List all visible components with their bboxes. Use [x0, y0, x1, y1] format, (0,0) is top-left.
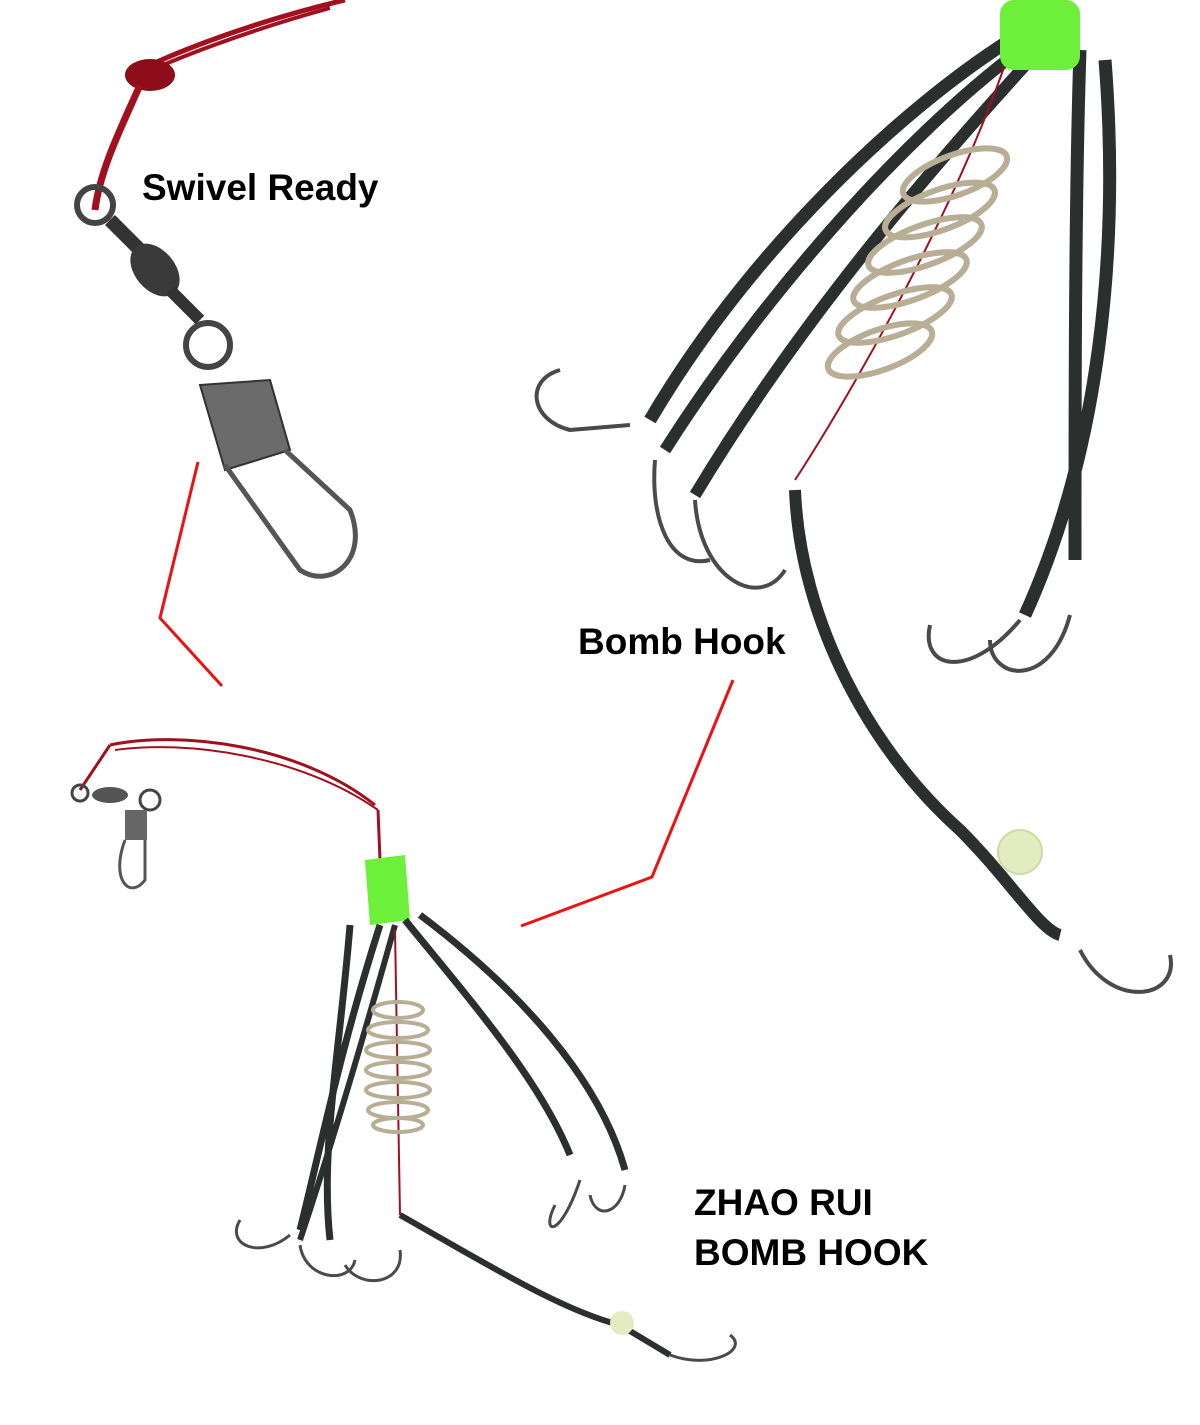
pointer-line-bomb-hook — [520, 679, 735, 928]
pointer-line-swivel — [158, 461, 224, 688]
full-rig-photo — [70, 738, 737, 1362]
swivel-closeup — [74, 0, 358, 579]
brand-line-2: BOMB HOOK — [694, 1232, 929, 1273]
brand-line-1: ZHAO RUI — [694, 1182, 873, 1223]
bomb-hook-label: Bomb Hook — [578, 621, 786, 662]
swivel-ready-label: Swivel Ready — [142, 167, 379, 208]
bomb-hook-closeup — [534, 0, 1173, 994]
